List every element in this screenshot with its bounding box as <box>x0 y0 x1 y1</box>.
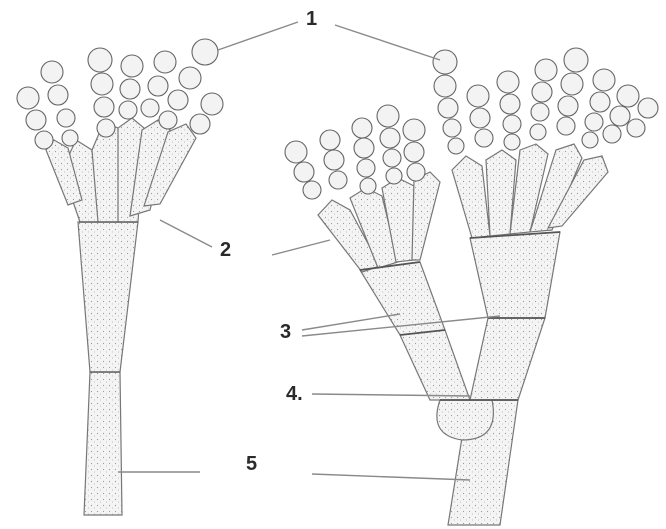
left-conidiophore <box>46 118 196 515</box>
label-5-conidiophore: 5 <box>246 454 257 474</box>
leader-1-right <box>335 25 440 60</box>
right-conidiophore <box>318 144 608 525</box>
leader-1-left <box>218 22 298 50</box>
label-4-branch: 4. <box>286 384 303 404</box>
left-stipe-lower <box>84 372 122 515</box>
right-vesicle <box>437 400 494 440</box>
label-3-metula: 3 <box>280 322 291 342</box>
label-1-conidia: 1 <box>306 9 317 29</box>
right-branch-right-upper <box>470 232 560 318</box>
leader-2-right <box>272 240 330 255</box>
right-r-metula-1 <box>452 156 490 238</box>
label-2-phialide: 2 <box>220 240 231 260</box>
right-branch-left-upper <box>360 262 445 335</box>
leader-2-left <box>160 220 212 247</box>
right-branch-right-lower <box>470 318 545 400</box>
left-stipe-upper <box>78 222 138 372</box>
right-branch-left-lower <box>400 330 470 400</box>
right-l-metula-4 <box>412 172 440 260</box>
leader-5-right <box>312 474 470 480</box>
